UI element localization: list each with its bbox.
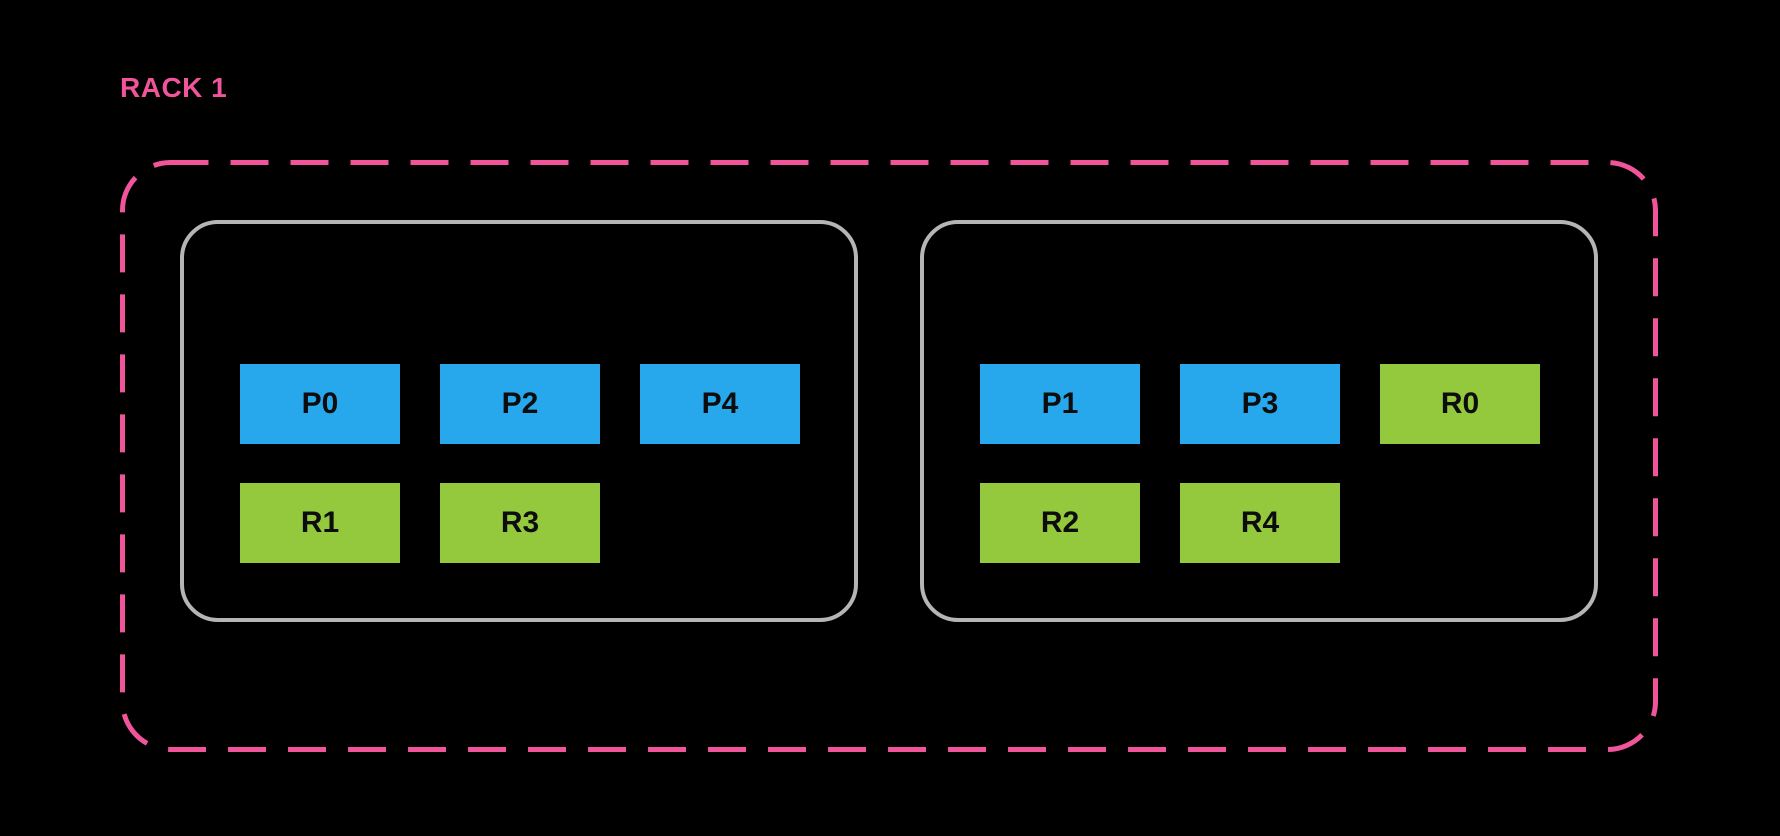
- box-r0: R0: [1380, 364, 1540, 444]
- box-r3: R3: [440, 483, 600, 563]
- box-p3: P3: [1180, 364, 1340, 444]
- box-r1: R1: [240, 483, 400, 563]
- node-right: P1 P3 R0 R2 R4: [920, 220, 1598, 622]
- box-r4: R4: [1180, 483, 1340, 563]
- box-p0: P0: [240, 364, 400, 444]
- rack-title: RACK 1: [120, 72, 228, 103]
- box-p1: P1: [980, 364, 1140, 444]
- node-left: P0 P2 P4 R1 R3: [180, 220, 858, 622]
- box-r2: R2: [980, 483, 1140, 563]
- box-p2: P2: [440, 364, 600, 444]
- box-p4: P4: [640, 364, 800, 444]
